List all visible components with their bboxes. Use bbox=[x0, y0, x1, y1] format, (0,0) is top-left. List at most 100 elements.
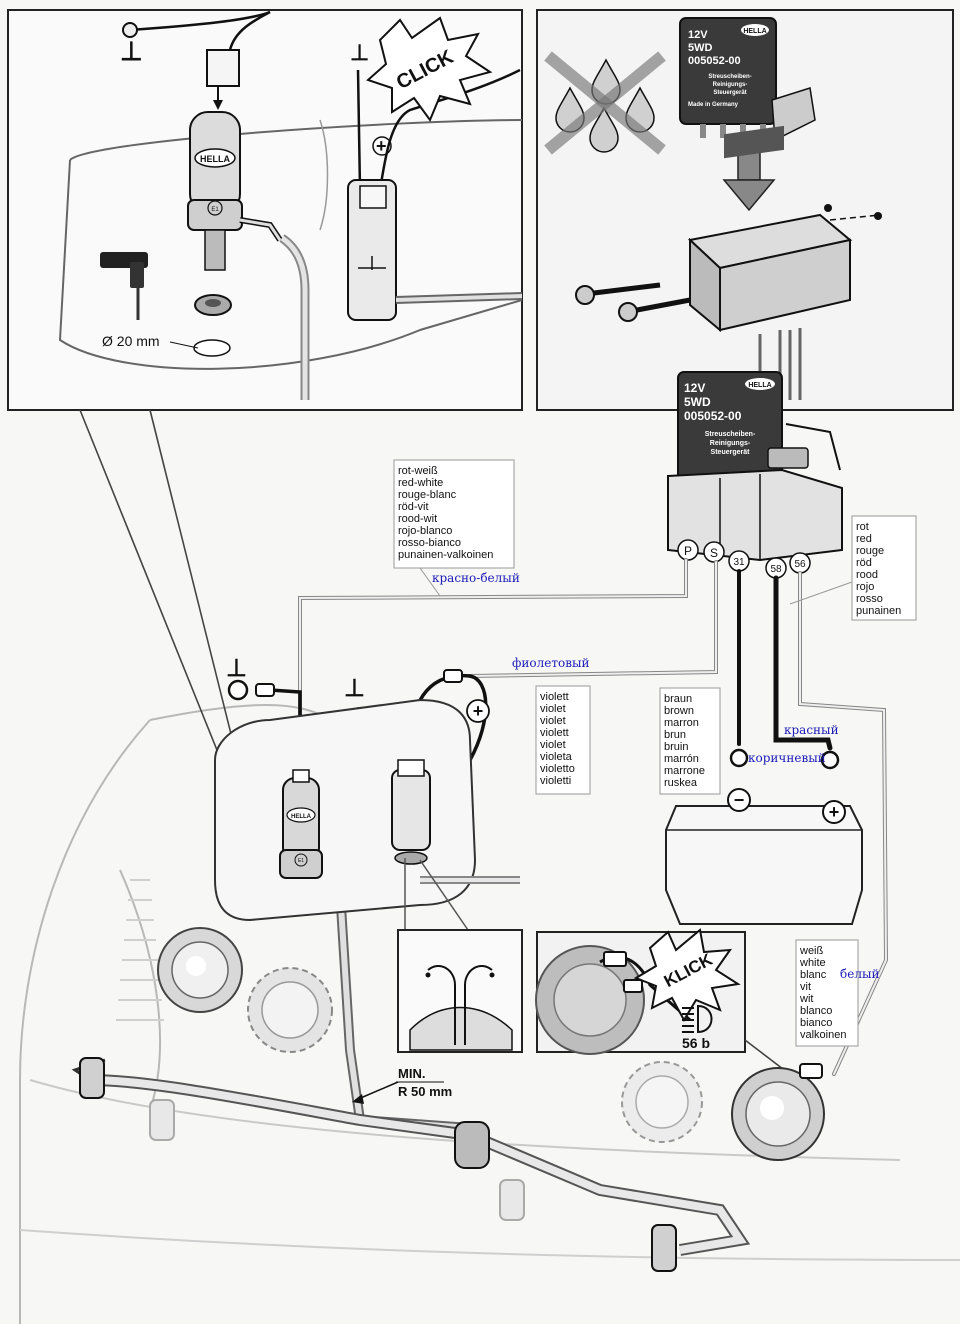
white-line-7: bianco bbox=[800, 1017, 832, 1029]
red-line-3: rouge bbox=[856, 545, 884, 557]
pump-ground-symbol-2: ⊥ bbox=[344, 675, 365, 702]
brown-line-5: bruin bbox=[664, 741, 688, 753]
relay-top-small-1: Streuscheiben- bbox=[708, 74, 751, 80]
main-relay-small-2: Reinigungs- bbox=[710, 440, 751, 447]
main-relay: 12V 5WD 005052-00 Streuscheiben- Reinigu… bbox=[667, 371, 843, 562]
washer-pump-top: HELLA E1 bbox=[187, 111, 310, 400]
red-line-7: rosso bbox=[856, 593, 883, 605]
white-line-5: wit bbox=[799, 993, 813, 1005]
brown-line-6: marrón bbox=[664, 753, 699, 765]
spray-callout bbox=[397, 858, 523, 1053]
drill-size-label: Ø 20 mm bbox=[102, 333, 160, 349]
white-line-1: weiß bbox=[799, 945, 824, 957]
violet-line-6: violeta bbox=[540, 751, 573, 763]
violet-line-5: violet bbox=[540, 739, 566, 751]
violet-line-3: violet bbox=[540, 715, 566, 727]
rw-line-3: rouge-blanc bbox=[398, 489, 457, 501]
min-radius-note: MIN. R 50 mm bbox=[352, 1066, 452, 1104]
no-water-icon bbox=[544, 51, 666, 155]
washer-pump-lower: HELLA E1 bbox=[279, 769, 323, 879]
label-white: weiß white blanc vit wit blanco bianco v… bbox=[795, 939, 880, 1047]
white-line-2: white bbox=[799, 957, 826, 969]
main-relay-small-1: Streuscheiben- bbox=[705, 431, 756, 438]
red-line-4: röd bbox=[856, 557, 872, 569]
relay-top-line-1: 12V bbox=[688, 29, 708, 41]
terminal-p: P bbox=[684, 544, 692, 558]
relay-top-logo: HELLA bbox=[743, 28, 766, 35]
light-symbol-icon bbox=[682, 1004, 713, 1034]
red-line-6: rojo bbox=[856, 581, 874, 593]
pump-plus-symbol: + bbox=[473, 701, 484, 721]
red-line-1: rot bbox=[856, 521, 869, 533]
brown-ru: коричневый bbox=[748, 751, 826, 765]
violet-line-8: violetti bbox=[540, 775, 571, 787]
violet-ru: фиолетовый bbox=[512, 656, 590, 670]
rw-line-4: röd-vit bbox=[398, 501, 429, 513]
main-relay-small-3: Steuergerät bbox=[711, 449, 751, 456]
white-ru: белый bbox=[840, 967, 880, 981]
relay-top-line-2: 5WD bbox=[688, 42, 713, 54]
hose-nozzles bbox=[71, 1057, 751, 1272]
brown-line-8: ruskea bbox=[664, 777, 698, 789]
brown-line-4: brun bbox=[664, 729, 686, 741]
panel-pump-install: ⊥ HELLA E1 Ø 20 mm bbox=[7, 9, 523, 771]
relay-top-made-in: Made in Germany bbox=[688, 102, 739, 108]
panel-relay-mount: 12V 5WD 005052-00 Streuscheiben- Reinigu… bbox=[536, 9, 954, 411]
relay-top: 12V 5WD 005052-00 Streuscheiben- Reinigu… bbox=[679, 17, 777, 138]
pump-e1-mark: E1 bbox=[211, 207, 219, 213]
drill-icon bbox=[100, 252, 148, 320]
main-relay-logo: HELLA bbox=[748, 382, 771, 389]
violet-line-2: violet bbox=[540, 703, 566, 715]
pump-ground-symbol-1: ⊥ bbox=[226, 655, 247, 682]
wire-red bbox=[773, 575, 833, 751]
pump-connector bbox=[206, 49, 240, 87]
click-burst: CLICK bbox=[366, 16, 493, 123]
brown-line-1: braun bbox=[664, 693, 692, 705]
wiper-pump-lower bbox=[391, 759, 431, 865]
red-line-8: punainen bbox=[856, 605, 901, 617]
rw-line-1: rot-weiß bbox=[398, 465, 438, 477]
pump-logo: HELLA bbox=[200, 154, 230, 164]
rw-line-8: punainen-valkoinen bbox=[398, 549, 493, 561]
headlamp-right bbox=[621, 1061, 825, 1161]
main-relay-line-3: 005052-00 bbox=[684, 409, 742, 423]
rw-ru: красно-белый bbox=[432, 571, 520, 585]
label-red-white: rot-weiß red-white rouge-blanc röd-vit r… bbox=[393, 459, 520, 597]
relay-top-small-3: Steuergerät bbox=[713, 90, 746, 96]
violet-line-1: violett bbox=[540, 691, 569, 703]
red-ru: красный bbox=[784, 723, 839, 737]
headlamp-left bbox=[157, 927, 333, 1053]
battery: − + bbox=[665, 788, 863, 925]
main-relay-line-1: 12V bbox=[684, 381, 705, 395]
brown-line-7: marrone bbox=[664, 765, 705, 777]
white-line-6: blanco bbox=[800, 1005, 832, 1017]
label-violet: violett violet violet violett violet vio… bbox=[512, 656, 591, 795]
battery-minus: − bbox=[734, 790, 745, 810]
car-body-outline bbox=[19, 704, 960, 1324]
radius-label: R 50 mm bbox=[398, 1084, 452, 1099]
panel-klick: KLICK 56 b bbox=[535, 928, 801, 1083]
label-brown: braun brown marron brun bruin marrón mar… bbox=[659, 687, 826, 795]
relay-top-small-2: Reinigungs- bbox=[713, 82, 748, 88]
white-line-4: vit bbox=[800, 981, 811, 993]
white-line-8: valkoinen bbox=[800, 1029, 846, 1041]
relay-top-line-3: 005052-00 bbox=[688, 55, 741, 67]
plus-symbol-top: + bbox=[376, 136, 387, 156]
terminal-56: 56 bbox=[794, 559, 806, 570]
washer-reservoir bbox=[214, 698, 520, 922]
violet-line-7: violetto bbox=[540, 763, 575, 775]
white-line-3: blanc bbox=[800, 969, 827, 981]
screw-icon bbox=[575, 282, 691, 322]
rw-line-5: rood-wit bbox=[398, 513, 437, 525]
main-relay-line-2: 5WD bbox=[684, 395, 711, 409]
brown-line-3: marron bbox=[664, 717, 699, 729]
brown-line-2: brown bbox=[664, 705, 694, 717]
rw-line-6: rojo-blanco bbox=[398, 525, 452, 537]
terminal-s: S bbox=[710, 546, 718, 560]
ground-symbol-2: ⊥ bbox=[350, 40, 369, 65]
ground-symbol: ⊥ bbox=[120, 36, 143, 66]
red-line-5: rood bbox=[856, 569, 878, 581]
rw-line-2: red-white bbox=[398, 477, 443, 489]
relay-socket bbox=[687, 125, 853, 400]
